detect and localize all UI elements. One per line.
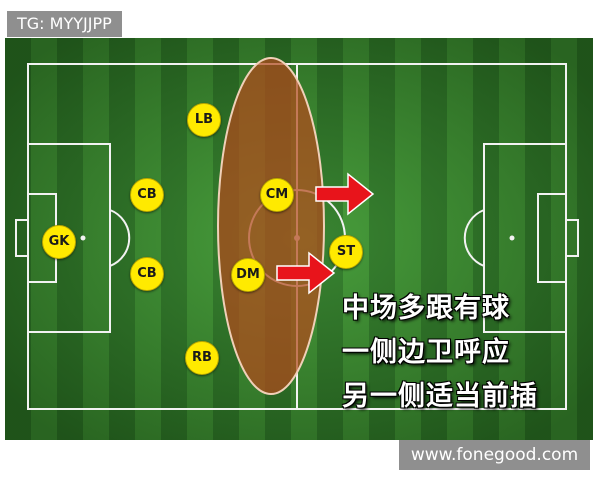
- header-tag: TG: MYYJJPP: [7, 11, 122, 37]
- player-gk: GK: [42, 225, 76, 259]
- right-penalty-spot: [509, 235, 515, 241]
- player-rb: RB: [185, 341, 219, 375]
- player-dm: DM: [231, 258, 265, 292]
- right-goal-area: [537, 193, 567, 283]
- right-goal: [565, 219, 579, 257]
- player-cb-left: CB: [130, 178, 164, 212]
- watermark: www.fonegood.com: [399, 440, 590, 470]
- pitch-markings: [15, 57, 579, 410]
- caption-line-1: 中场多跟有球: [342, 293, 510, 324]
- arrow-icon: [276, 251, 336, 295]
- caption-line-2: 一侧边卫呼应: [342, 337, 510, 368]
- arrow-icon: [315, 172, 375, 216]
- player-lb: LB: [187, 103, 221, 137]
- player-cb-right: CB: [130, 257, 164, 291]
- player-cm: CM: [260, 178, 294, 212]
- football-pitch: GK CB CB LB RB CM DM ST: [5, 38, 593, 440]
- player-st: ST: [329, 235, 363, 269]
- caption-line-3: 另一侧适当前插: [342, 381, 538, 412]
- left-penalty-arc: [109, 209, 131, 267]
- right-penalty-arc: [463, 209, 485, 267]
- midfield-zone: [217, 57, 325, 395]
- left-goal: [15, 219, 29, 257]
- left-penalty-spot: [80, 235, 86, 241]
